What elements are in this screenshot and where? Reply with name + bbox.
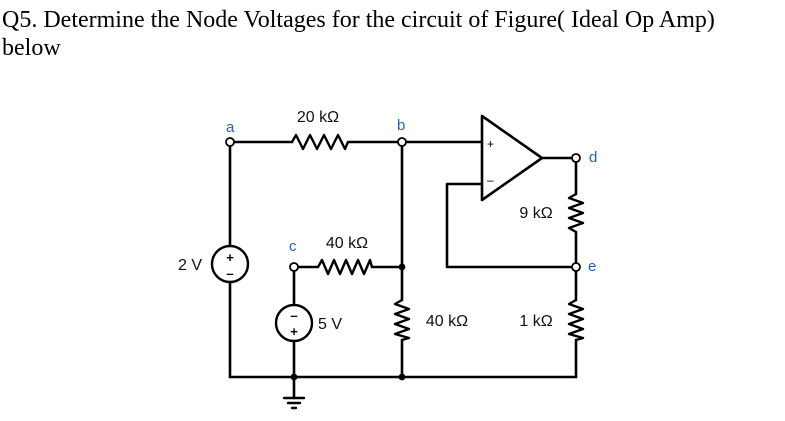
question-text: Q5. Determine the Node Voltages for the … — [2, 7, 715, 61]
source-2v-minus: – — [226, 266, 233, 281]
node-a-label: a — [226, 119, 235, 136]
circuit-wires — [228, 140, 578, 400]
voltage-source-5v — [274, 303, 314, 343]
node-d-label: d — [589, 149, 597, 166]
ground-icon — [282, 396, 306, 410]
node-b-terminal — [397, 137, 407, 147]
node-terminals — [225, 137, 581, 272]
label-2v: 2 V — [178, 257, 202, 274]
node-e-terminal — [571, 262, 581, 272]
voltage-source-2v — [210, 244, 250, 284]
node-d-terminal — [571, 153, 581, 163]
node-e-label: e — [588, 258, 596, 275]
label-20k: 20 kΩ — [297, 109, 339, 126]
node-a-terminal — [225, 137, 235, 147]
source-2v-plus: + — [226, 250, 234, 265]
opamp-minus-label: – — [487, 173, 494, 187]
resistor-9k — [567, 192, 585, 234]
resistor-40k-c — [316, 258, 374, 276]
label-5v: 5 V — [318, 316, 342, 333]
source-5v-plus: + — [290, 324, 298, 339]
label-40k-c: 40 kΩ — [326, 235, 368, 252]
node-c-terminal — [289, 262, 299, 272]
node-b-label: b — [397, 117, 405, 134]
junction-dots — [290, 263, 406, 381]
source-5v-minus: – — [290, 308, 297, 323]
resistor-40k-b-ground — [393, 298, 411, 342]
resistor-1k — [567, 298, 585, 342]
opamp-plus-label: + — [487, 137, 494, 151]
node-c-label: c — [289, 238, 297, 255]
opamp — [480, 114, 544, 202]
resistor-20k — [290, 133, 350, 151]
label-40k-b: 40 kΩ — [426, 313, 468, 330]
label-1k: 1 kΩ — [519, 313, 552, 330]
label-9k: 9 kΩ — [519, 205, 552, 222]
